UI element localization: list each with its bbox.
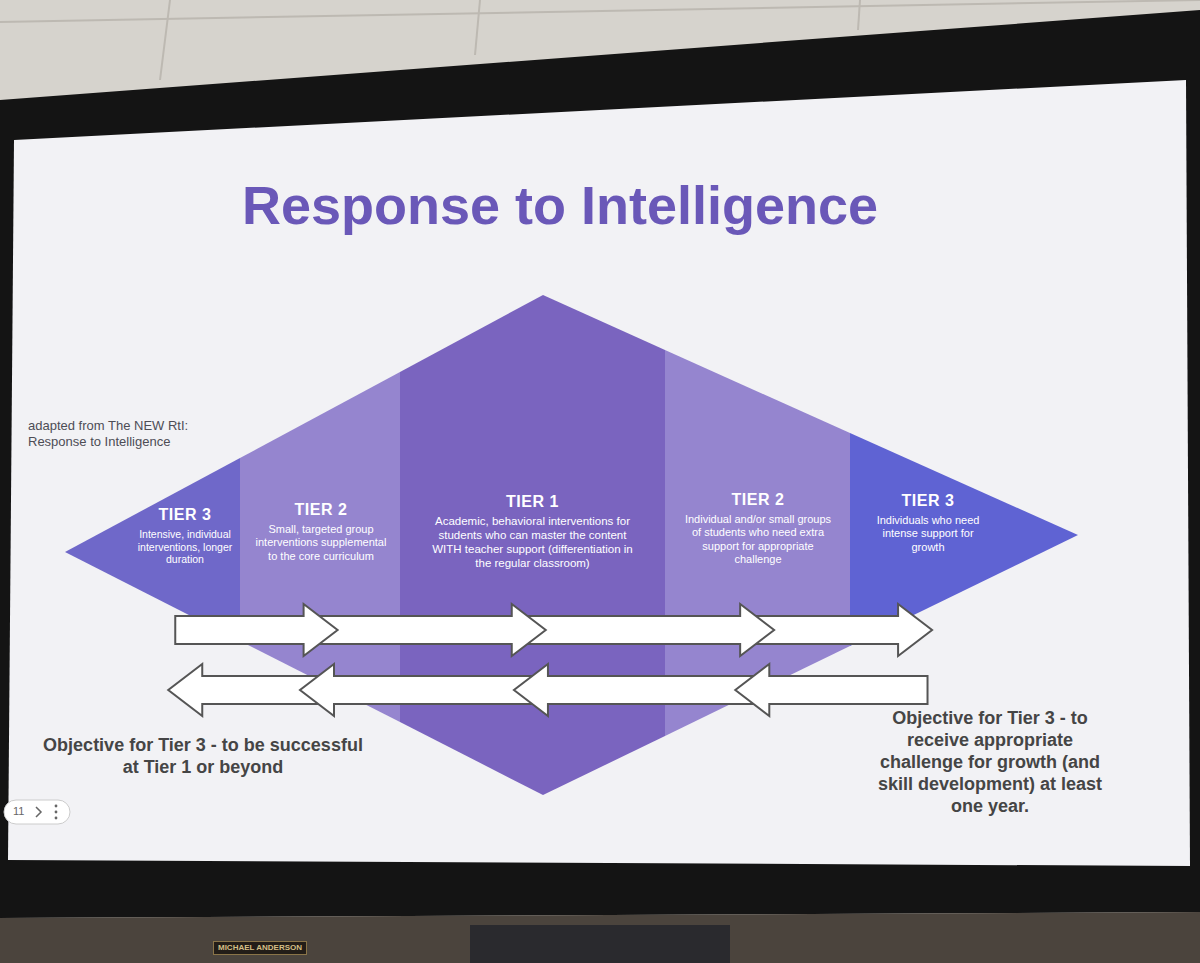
band-text-block: TIER 1 Academic, behavioral interventions… (425, 492, 640, 570)
block-arrow (168, 664, 329, 716)
ceiling-tile-line (0, 0, 1200, 22)
screen-frame (0, 10, 1200, 918)
tier-heading: TIER 3 (133, 505, 237, 524)
band-fill (665, 350, 850, 736)
tier-description: Intensive, individual interventions, lon… (133, 528, 237, 566)
monitor (470, 925, 730, 963)
band-shape (850, 433, 1078, 646)
slide-title: Response to Intelligence (100, 176, 1020, 235)
label-box: adapted from The NEW RtI: Response to In… (28, 418, 228, 450)
chevron-icon (36, 807, 41, 817)
label-box: Objective for Tier 3 - to be successful … (38, 735, 368, 779)
tier-heading: TIER 1 (425, 492, 640, 511)
tier-band: TIER 2 Small, targeted group intervention… (240, 372, 400, 722)
block-arrow (175, 604, 337, 656)
name-plate: MICHAEL ANDERSON (213, 941, 307, 955)
band-fill (850, 433, 1078, 646)
note-text: adapted from The NEW RtI: Response to In… (28, 418, 228, 450)
room-desk (0, 912, 1200, 963)
tier-description: Individual and/or small groups of studen… (679, 513, 837, 566)
label-box: 11 (13, 805, 33, 818)
tier-heading: TIER 2 (679, 490, 837, 509)
menu-dot (55, 811, 58, 814)
label-box: Objective for Tier 3 - to receive approp… (872, 708, 1108, 818)
slide (8, 80, 1190, 866)
block-arrow (300, 664, 540, 716)
tier-heading: TIER 2 (252, 500, 390, 519)
band-fill (65, 458, 240, 641)
tier-heading: TIER 3 (872, 491, 984, 510)
ceiling-tile-line (475, 0, 480, 55)
note-text: Objective for Tier 3 - to be successful … (38, 735, 368, 779)
band-text-block: TIER 2 Small, targeted group intervention… (252, 500, 390, 563)
block-arrow (514, 664, 759, 716)
block-arrow (750, 604, 932, 656)
tier-band: TIER 3 Individuals who need intense suppo… (850, 433, 1078, 646)
band-fill (240, 372, 400, 722)
menu-dot (55, 805, 58, 808)
menu-dot (55, 817, 58, 820)
band-text-block: TIER 2 Individual and/or small groups of … (679, 490, 837, 566)
tier-band: TIER 1 Academic, behavioral interventions… (400, 295, 665, 795)
block-arrow (519, 604, 774, 656)
band-text-block: TIER 3 Intensive, individual intervention… (133, 505, 237, 566)
label-box: MICHAEL ANDERSON (205, 936, 315, 955)
title-box: Response to Intelligence (100, 176, 1020, 235)
tier-description: Small, targeted group interventions supp… (252, 523, 390, 563)
note-text: Objective for Tier 3 - to receive approp… (872, 708, 1108, 818)
tier-band: TIER 3 Intensive, individual intervention… (65, 458, 240, 641)
ceiling-tile-line (858, 0, 860, 30)
band-fill (400, 295, 665, 795)
slide-nav-pill (4, 800, 70, 824)
ceiling-tile-line (160, 0, 170, 80)
slide-number: 11 (13, 805, 33, 818)
tier-description: Academic, behavioral interventions for s… (425, 515, 640, 570)
band-text-block: TIER 3 Individuals who need intense suppo… (872, 491, 984, 554)
tier-band: TIER 2 Individual and/or small groups of … (665, 350, 850, 736)
tier-description: Individuals who need intense support for… (872, 514, 984, 554)
block-arrow (310, 604, 545, 656)
